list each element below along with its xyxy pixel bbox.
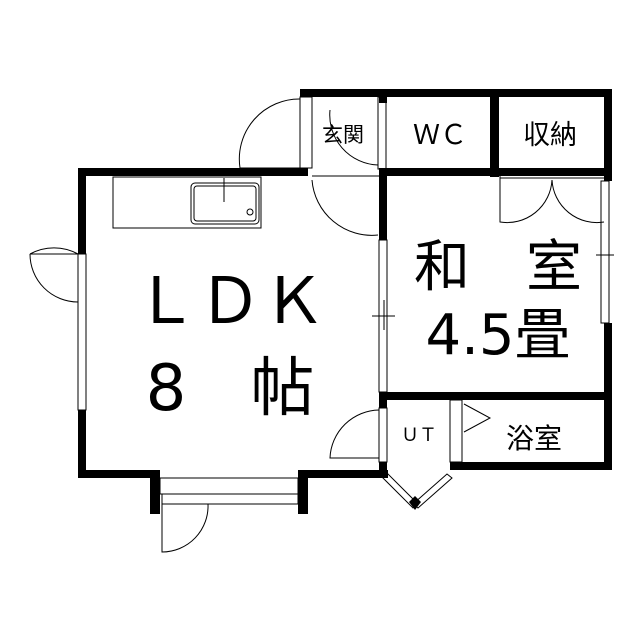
kitchen-sink xyxy=(190,182,260,225)
room-label-entrance: 玄関 xyxy=(322,123,364,147)
room-label-storage: 収納 xyxy=(523,120,577,151)
room-label-toilet: ＷＣ xyxy=(413,120,467,151)
room-size-japanese-room: 4.5畳 xyxy=(425,303,570,368)
kitchen-counter xyxy=(112,176,262,229)
room-label-japanese-room: 和 室 xyxy=(414,235,582,300)
walls xyxy=(78,89,612,514)
room-label-ldk: ＬＤＫ xyxy=(134,265,326,339)
room-size-ldk: 8 帖 xyxy=(146,352,315,426)
room-label-washroom: ＵＴ xyxy=(401,425,437,446)
room-label-bathroom: 浴室 xyxy=(506,422,562,455)
fixtures xyxy=(29,96,614,553)
